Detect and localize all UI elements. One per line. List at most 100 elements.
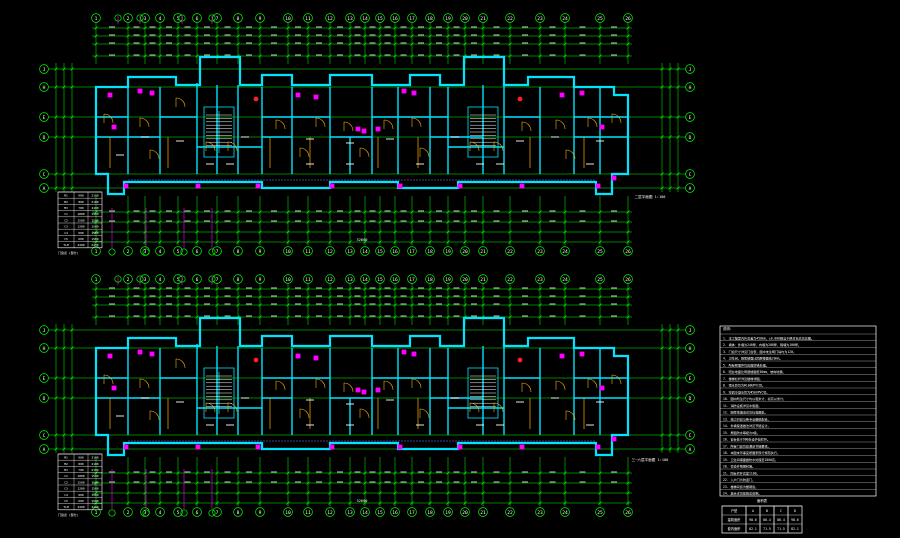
section-marker[interactable]: [208, 275, 216, 283]
axis-bubble-bottom[interactable]: 23: [535, 246, 545, 256]
axis-bubble-top[interactable]: 26: [623, 274, 633, 284]
axis-bubble-bottom[interactable]: 5: [173, 507, 183, 517]
axis-bubble-bottom[interactable]: 8: [233, 246, 243, 256]
axis-bubble-bottom[interactable]: 11: [303, 246, 313, 256]
section-marker[interactable]: [114, 14, 122, 22]
axis-bubble-top[interactable]: 2: [123, 274, 133, 284]
axis-bubble-bottom[interactable]: 14: [360, 246, 370, 256]
row-bubble-right[interactable]: A: [685, 183, 695, 193]
row-bubble-left[interactable]: H: [39, 82, 49, 92]
axis-bubble-top[interactable]: 5: [173, 13, 183, 23]
axis-bubble-top[interactable]: 14: [360, 13, 370, 23]
axis-bubble-top[interactable]: 12: [325, 13, 335, 23]
section-marker[interactable]: [142, 509, 150, 517]
row-bubble-left[interactable]: C: [39, 430, 49, 440]
axis-bubble-top[interactable]: 24: [560, 13, 570, 23]
axis-bubble-bottom[interactable]: 11: [303, 507, 313, 517]
axis-bubble-top[interactable]: 16: [390, 274, 400, 284]
axis-bubble-top[interactable]: 8: [233, 13, 243, 23]
axis-bubble-bottom[interactable]: 5: [173, 246, 183, 256]
axis-bubble-bottom[interactable]: 1: [91, 507, 101, 517]
axis-bubble-top[interactable]: 20: [460, 274, 470, 284]
axis-bubble-top[interactable]: 8: [233, 274, 243, 284]
axis-bubble-top[interactable]: 13: [345, 13, 355, 23]
axis-bubble-top[interactable]: 3: [140, 13, 150, 23]
axis-bubble-top[interactable]: 15: [375, 13, 385, 23]
axis-bubble-top[interactable]: 24: [560, 274, 570, 284]
row-bubble-left[interactable]: A: [39, 183, 49, 193]
axis-bubble-bottom[interactable]: 8: [233, 507, 243, 517]
axis-bubble-top[interactable]: 1: [91, 274, 101, 284]
section-marker[interactable]: [136, 14, 144, 22]
axis-bubble-bottom[interactable]: 9: [255, 507, 265, 517]
axis-bubble-bottom[interactable]: 19: [443, 246, 453, 256]
row-bubble-right[interactable]: H: [685, 343, 695, 353]
axis-bubble-bottom[interactable]: 14: [360, 507, 370, 517]
axis-bubble-bottom[interactable]: 1: [91, 246, 101, 256]
axis-bubble-bottom[interactable]: 4: [155, 507, 165, 517]
row-bubble-left[interactable]: J: [39, 325, 49, 335]
axis-bubble-top[interactable]: 23: [535, 274, 545, 284]
axis-bubble-top[interactable]: 10: [283, 13, 293, 23]
axis-bubble-bottom[interactable]: 25: [595, 507, 605, 517]
axis-bubble-top[interactable]: 19: [443, 13, 453, 23]
axis-bubble-bottom[interactable]: 10: [283, 246, 293, 256]
axis-bubble-top[interactable]: 1: [91, 13, 101, 23]
row-bubble-right[interactable]: J: [685, 325, 695, 335]
axis-bubble-top[interactable]: 18: [425, 274, 435, 284]
row-bubble-left[interactable]: J: [39, 64, 49, 74]
section-marker[interactable]: [108, 509, 116, 517]
axis-bubble-top[interactable]: 2: [123, 13, 133, 23]
axis-bubble-top[interactable]: 22: [505, 13, 515, 23]
section-marker[interactable]: [178, 14, 186, 22]
section-marker[interactable]: [208, 14, 216, 22]
axis-bubble-bottom[interactable]: 18: [425, 507, 435, 517]
axis-bubble-bottom[interactable]: 4: [155, 246, 165, 256]
axis-bubble-top[interactable]: 6: [192, 13, 202, 23]
section-marker[interactable]: [108, 248, 116, 256]
row-bubble-right[interactable]: C: [685, 169, 695, 179]
axis-bubble-top[interactable]: 22: [505, 274, 515, 284]
section-marker[interactable]: [180, 509, 188, 517]
row-bubble-right[interactable]: D: [685, 393, 695, 403]
axis-bubble-bottom[interactable]: 18: [425, 246, 435, 256]
axis-bubble-bottom[interactable]: 21: [478, 507, 488, 517]
axis-bubble-bottom[interactable]: 26: [623, 246, 633, 256]
axis-bubble-top[interactable]: 20: [460, 13, 470, 23]
row-bubble-left[interactable]: D: [39, 132, 49, 142]
axis-bubble-top[interactable]: 14: [360, 274, 370, 284]
axis-bubble-top[interactable]: 11: [303, 13, 313, 23]
axis-bubble-top[interactable]: 19: [443, 274, 453, 284]
axis-bubble-top[interactable]: 16: [390, 13, 400, 23]
axis-bubble-bottom[interactable]: 25: [595, 246, 605, 256]
section-marker[interactable]: [180, 248, 188, 256]
axis-bubble-top[interactable]: 9: [255, 274, 265, 284]
row-bubble-left[interactable]: E: [39, 112, 49, 122]
axis-bubble-top[interactable]: 17: [407, 274, 417, 284]
axis-bubble-bottom[interactable]: 20: [460, 507, 470, 517]
axis-bubble-top[interactable]: 21: [478, 274, 488, 284]
floor-plan-lower[interactable]: 1122334455667788991010111112121313141415…: [39, 274, 695, 517]
axis-bubble-bottom[interactable]: 7: [212, 507, 222, 517]
axis-bubble-top[interactable]: 5: [173, 274, 183, 284]
row-bubble-right[interactable]: J: [685, 64, 695, 74]
axis-bubble-bottom[interactable]: 22: [505, 507, 515, 517]
axis-bubble-top[interactable]: 4: [155, 274, 165, 284]
row-bubble-right[interactable]: D: [685, 132, 695, 142]
axis-bubble-top[interactable]: 25: [595, 274, 605, 284]
floor-plan-upper[interactable]: 1122334455667788991010111112121313141415…: [39, 13, 695, 256]
axis-bubble-top[interactable]: 13: [345, 274, 355, 284]
axis-bubble-top[interactable]: 11: [303, 274, 313, 284]
section-marker[interactable]: [142, 248, 150, 256]
section-marker[interactable]: [208, 248, 216, 256]
axis-bubble-top[interactable]: 7: [212, 13, 222, 23]
row-bubble-left[interactable]: E: [39, 373, 49, 383]
axis-bubble-top[interactable]: 15: [375, 274, 385, 284]
axis-bubble-bottom[interactable]: 6: [192, 246, 202, 256]
axis-bubble-top[interactable]: 18: [425, 13, 435, 23]
axis-bubble-bottom[interactable]: 17: [407, 507, 417, 517]
axis-bubble-bottom[interactable]: 21: [478, 246, 488, 256]
axis-bubble-top[interactable]: 17: [407, 13, 417, 23]
section-marker[interactable]: [208, 509, 216, 517]
axis-bubble-top[interactable]: 25: [595, 13, 605, 23]
